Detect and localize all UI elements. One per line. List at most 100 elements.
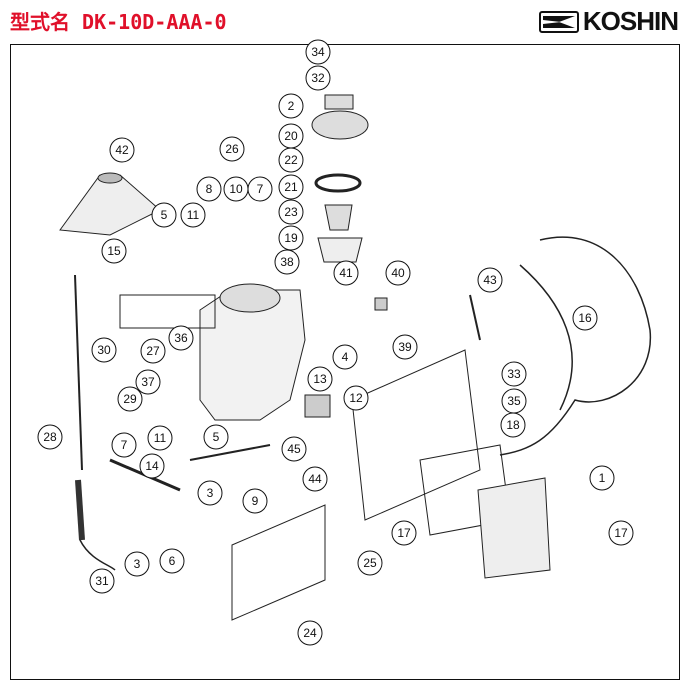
callout-number: 7 [121, 438, 128, 452]
callout-number: 6 [169, 554, 176, 568]
callout-circle [151, 202, 177, 228]
callout-number: 22 [284, 153, 298, 167]
callout-circle [180, 202, 206, 228]
callout-number: 40 [391, 266, 405, 280]
part-callout-9: 9 [242, 488, 268, 514]
callout-circle [109, 137, 135, 163]
callout-circle [281, 436, 307, 462]
callout-circle [477, 267, 503, 293]
callout-circle [305, 65, 331, 91]
part-callout-31: 31 [89, 568, 115, 594]
part-callout-45: 45 [281, 436, 307, 462]
callout-number: 26 [225, 142, 239, 156]
callout-circle [332, 344, 358, 370]
part-callout-32: 32 [305, 65, 331, 91]
callout-number: 8 [206, 182, 213, 196]
callout-number: 33 [507, 367, 521, 381]
callout-circle [385, 260, 411, 286]
brand-logo: KOSHIN [538, 6, 679, 37]
part-callout-43: 43 [477, 267, 503, 293]
callout-number: 23 [284, 205, 298, 219]
callout-number: 3 [207, 486, 214, 500]
koshin-logo-mark-icon [538, 10, 579, 33]
callout-number: 41 [339, 266, 353, 280]
callout-number: 43 [483, 273, 497, 287]
part-callout-38: 38 [274, 249, 300, 275]
part-callout-39: 39 [392, 334, 418, 360]
callout-number: 1 [599, 471, 606, 485]
part-callout-29: 29 [117, 386, 143, 412]
callout-circle [242, 488, 268, 514]
callout-number: 11 [187, 208, 200, 222]
brand-logo-text: KOSHIN [582, 6, 679, 36]
callout-circle [247, 176, 273, 202]
callout-circle [203, 424, 229, 450]
callout-circle [278, 174, 304, 200]
part-callout-5: 5 [203, 424, 229, 450]
part-callout-15: 15 [101, 238, 127, 264]
part-callout-35: 35 [501, 388, 527, 414]
callout-circle [278, 93, 304, 119]
callout-circle [500, 412, 526, 438]
part-callout-34: 34 [305, 39, 331, 65]
part-callout-13: 13 [307, 366, 333, 392]
callout-number: 3 [134, 557, 141, 571]
part-callout-8: 8 [196, 176, 222, 202]
callout-circle [501, 361, 527, 387]
part-callout-25: 25 [357, 550, 383, 576]
callout-circle [111, 432, 137, 458]
callout-circle [572, 305, 598, 331]
callout-circle [147, 425, 173, 451]
part-callout-7: 7 [111, 432, 137, 458]
part-callout-40: 40 [385, 260, 411, 286]
part-callout-30: 30 [91, 337, 117, 363]
callout-circle [357, 550, 383, 576]
callout-circle [333, 260, 359, 286]
callout-circle [101, 238, 127, 264]
callout-number: 20 [284, 129, 298, 143]
callout-circle [278, 199, 304, 225]
part-callout-24: 24 [297, 620, 323, 646]
part-callout-23: 23 [278, 199, 304, 225]
callout-number: 45 [287, 442, 301, 456]
part-callout-7: 7 [247, 176, 273, 202]
callout-circle [305, 39, 331, 65]
part-callout-41: 41 [333, 260, 359, 286]
part-callout-33: 33 [501, 361, 527, 387]
callout-number: 10 [229, 182, 243, 196]
callout-number: 17 [614, 526, 628, 540]
callout-circle [274, 249, 300, 275]
part-callout-36: 36 [168, 325, 194, 351]
part-callout-6: 6 [159, 548, 185, 574]
callout-number: 21 [284, 180, 298, 194]
callout-number: 35 [507, 394, 521, 408]
parts-drawing [59, 94, 651, 621]
part-callout-22: 22 [278, 147, 304, 173]
callout-circle [91, 337, 117, 363]
callout-circle [278, 225, 304, 251]
callout-number: 42 [115, 143, 129, 157]
callout-circle [139, 453, 165, 479]
callout-circle [159, 548, 185, 574]
part-callout-17: 17 [608, 520, 634, 546]
callout-circle [37, 424, 63, 450]
callout-number: 15 [107, 244, 121, 258]
callout-number: 9 [252, 494, 259, 508]
model-title: 型式名 DK-10D-AAA-0 [10, 10, 227, 34]
callout-number: 17 [397, 526, 411, 540]
callout-circle [278, 147, 304, 173]
part-callout-17: 17 [391, 520, 417, 546]
callout-circle [302, 466, 328, 492]
callout-number: 37 [141, 375, 155, 389]
callout-circle [608, 520, 634, 546]
callout-number: 36 [174, 331, 188, 345]
callout-circle [219, 136, 245, 162]
callout-number: 30 [97, 343, 111, 357]
callout-number: 29 [123, 392, 137, 406]
callout-number: 16 [578, 311, 592, 325]
callout-number: 25 [363, 556, 377, 570]
part-callout-18: 18 [500, 412, 526, 438]
part-callout-3: 3 [124, 551, 150, 577]
diagram-frame [10, 44, 680, 680]
